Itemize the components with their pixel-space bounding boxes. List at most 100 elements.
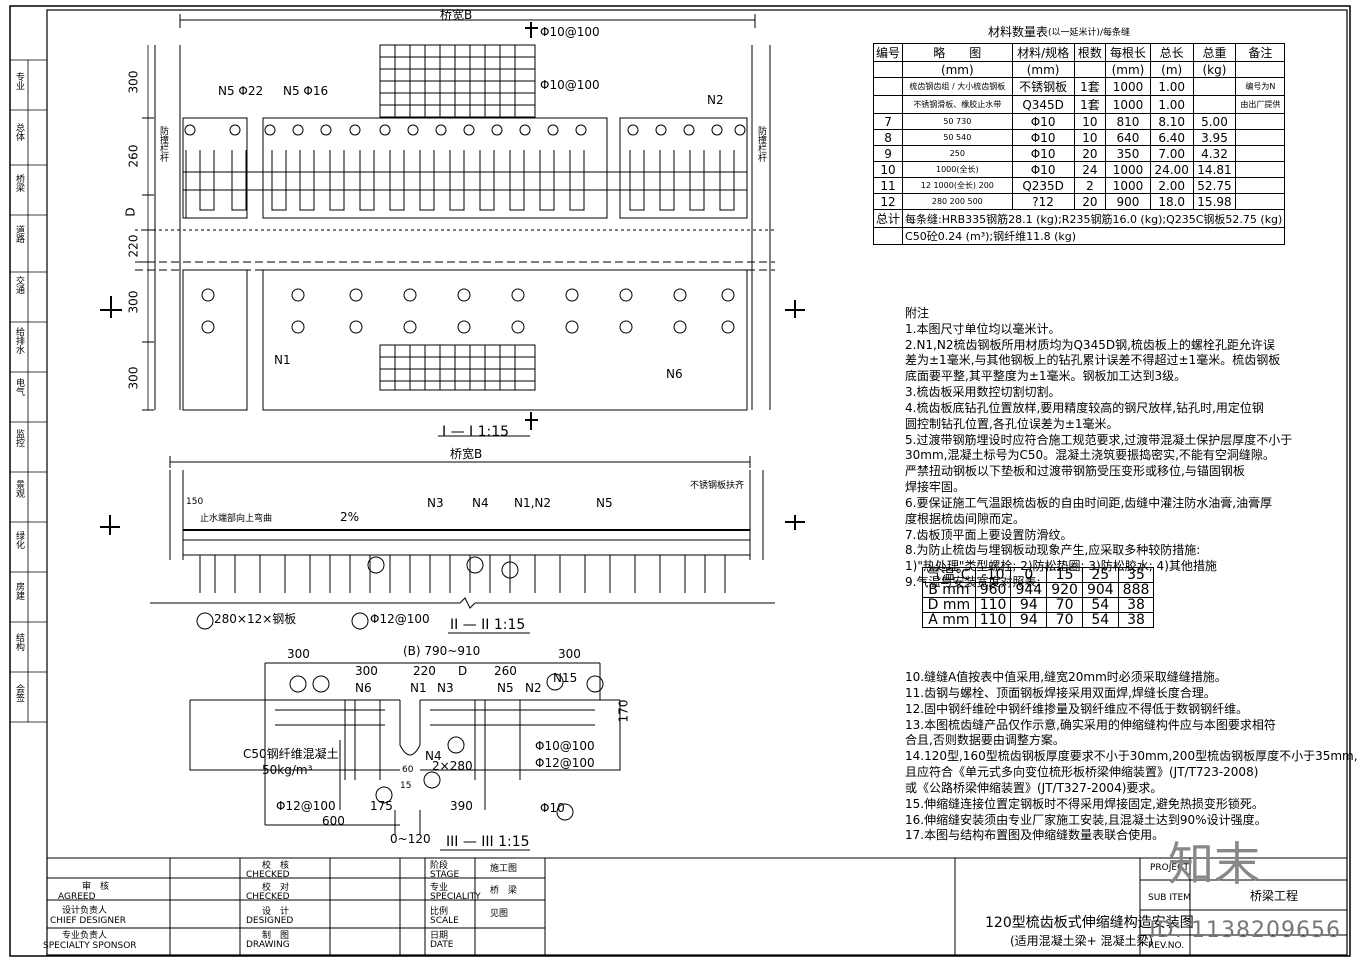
temperature-cell: 110 xyxy=(974,612,1012,628)
tb-checked-en: CHECKED xyxy=(246,870,290,880)
dim-300-b: 300 xyxy=(126,290,141,314)
th-sketch: 略 图 xyxy=(902,43,1013,62)
material-cell-note xyxy=(1235,193,1286,210)
side-strip-label: 总体 xyxy=(14,123,24,141)
note-line: 14.120型,160型梳齿钢板厚度要求不小于30mm,200型梳齿钢板厚度不小… xyxy=(905,749,1358,764)
material-cell-total: 8.10 xyxy=(1149,113,1194,130)
tb-scale-val: 见图 xyxy=(490,909,509,919)
note-line: 13.本图梳齿缝产品仅作示意,确实采用的伸缩缝构件应与本图要求相符 xyxy=(905,717,1276,732)
note-line: 5.过渡带钢筋埋设时应符合施工规范要求,过渡带混凝土保护层厚度不小于 xyxy=(905,432,1293,447)
side-strip-label: 监控 xyxy=(14,429,24,447)
material-cell-sketch: 50 730 xyxy=(902,113,1013,130)
tb-stage-en: STAGE xyxy=(430,870,460,880)
temperature-cell: 70 xyxy=(1046,612,1083,628)
material-cell-spec: Φ10 xyxy=(1011,145,1075,162)
tb-rev-en: REV.NO. xyxy=(1148,941,1185,951)
material-cell-count: 24 xyxy=(1073,161,1107,178)
temperature-cell: 38 xyxy=(1117,597,1155,613)
watermark-id: ID: 1138209656 xyxy=(1149,918,1341,943)
material-cell-note xyxy=(1235,129,1286,146)
label3-n4: N4 xyxy=(425,749,442,763)
dim3-170: 170 xyxy=(616,699,631,723)
tb-scale-en: SCALE xyxy=(430,916,459,926)
note-line: 8.为防止梳齿与埋钢板动现象产生,应采取多种较防措施: xyxy=(905,543,1201,558)
label3-phi12b: Φ12@100 xyxy=(535,756,595,770)
tb-drawing-en: DRAWING xyxy=(246,940,290,950)
unit-cell: (mm) xyxy=(1011,61,1075,78)
dim3-60: 60 xyxy=(402,765,414,775)
temperature-cell: 15 xyxy=(1046,567,1083,583)
th-weight: 总重 xyxy=(1192,43,1237,62)
material-cell-each: 810 xyxy=(1105,113,1151,130)
material-cell-each: 1000 xyxy=(1105,161,1151,178)
side-strip-label: 会签 xyxy=(14,684,24,702)
label3-50kg: 50kg/m³ xyxy=(262,763,313,777)
tb-specialty-sponsor-en: SPECIALTY SPONSOR xyxy=(43,941,137,951)
label3-n3: N3 xyxy=(437,681,454,695)
unit-cell xyxy=(872,61,904,78)
temperature-cell: B mm xyxy=(922,582,976,598)
tb-drawing: 制 图 xyxy=(262,931,290,941)
unit-cell: (mm) xyxy=(1105,61,1151,78)
label3-phi10b: Φ10 xyxy=(540,801,565,815)
note-line: 1.本图尺寸单位均以毫米计。 xyxy=(905,321,1061,336)
side-strip-label: 绿化 xyxy=(14,531,24,549)
label3-n6: N6 xyxy=(355,681,372,695)
tb-agreed: 审 核 xyxy=(82,882,110,892)
material-cell-note xyxy=(1235,113,1286,130)
th-each: 每根长 xyxy=(1105,43,1151,62)
dim3-260: 260 xyxy=(494,664,517,678)
label-n3: N3 xyxy=(427,496,444,510)
tb-stage: 阶段 xyxy=(430,861,449,871)
material-cell-total: 1.00 xyxy=(1149,95,1194,114)
note-line: 度根据梳齿间隙而定。 xyxy=(905,511,1026,526)
label-n2: N2 xyxy=(707,93,724,107)
material-cell-sketch: 1000(全长) xyxy=(902,161,1013,178)
temperature-cell: 气温℃ xyxy=(922,567,976,583)
label-n1-n2: N1,N2 xyxy=(514,496,552,510)
side-strip-label: 结构 xyxy=(14,633,24,651)
tb-speciality-val: 桥 梁 xyxy=(490,886,518,896)
material-cell-no: 9 xyxy=(872,145,904,162)
note-line: 差为±1毫米,与其他钢板上的钻孔累计误差不得超过±1毫米。梳齿钢板 xyxy=(905,353,1281,368)
side-strip-label: 电气 xyxy=(14,378,24,396)
temperature-cell: 94 xyxy=(1010,597,1048,613)
drawing-subtitle: (适用混凝土梁+ 混凝土梁) xyxy=(1010,934,1154,948)
temperature-cell: 25 xyxy=(1081,567,1119,583)
material-cell-spec: Q235D xyxy=(1011,177,1075,194)
temperature-cell: A mm xyxy=(922,612,976,628)
tb-date-en: DATE xyxy=(430,940,454,950)
material-cell-count: 1套 xyxy=(1073,77,1107,96)
section-3-view xyxy=(189,662,621,851)
section3-title: III — III 1:15 xyxy=(446,834,530,850)
material-table-title: 材料数量表 xyxy=(988,25,1049,39)
note-line: 6.要保证施工气温跟梳齿板的自由时间距,齿缝中灌注防水油膏,油膏厚 xyxy=(905,495,1273,510)
temperature-cell: 920 xyxy=(1046,582,1083,598)
note-line: 严禁扭动钢板以下垫板和过渡带钢筋受压变形或移位,与锚固钢板 xyxy=(905,464,1245,479)
tb-chief-designer-en: CHIEF DESIGNER xyxy=(50,916,127,926)
note-line: 10.缝缝A值按表中值采用,缝宽20mm时必须采取缝缝措施。 xyxy=(905,670,1227,685)
note-line: 15.伸缩缝连接位置定钢板时不得采用焊接固定,避免热损变形锁死。 xyxy=(905,796,1264,811)
material-cell-weight: 14.81 xyxy=(1192,161,1237,178)
dim3-15: 15 xyxy=(400,781,412,791)
dim-260: 260 xyxy=(126,144,141,168)
side-strip-label: 交通 xyxy=(14,276,24,294)
material-cell-note xyxy=(1235,161,1286,178)
tb-designed-en: DESIGNED xyxy=(246,916,294,926)
note-line: 17.本图与结构布置图及伸缩缝数量表联合使用。 xyxy=(905,828,1165,843)
material-cell-sketch: 280 200 500 xyxy=(902,193,1013,210)
project-name: 桥梁工程 xyxy=(1250,889,1299,903)
material-cell-count: 10 xyxy=(1073,129,1107,146)
temperature-cell: 70 xyxy=(1046,597,1083,613)
side-strip-label: 给排水 xyxy=(14,327,24,354)
material-cell-count: 20 xyxy=(1073,145,1107,162)
dim3-d: D xyxy=(458,664,468,678)
material-cell-note xyxy=(1235,177,1286,194)
